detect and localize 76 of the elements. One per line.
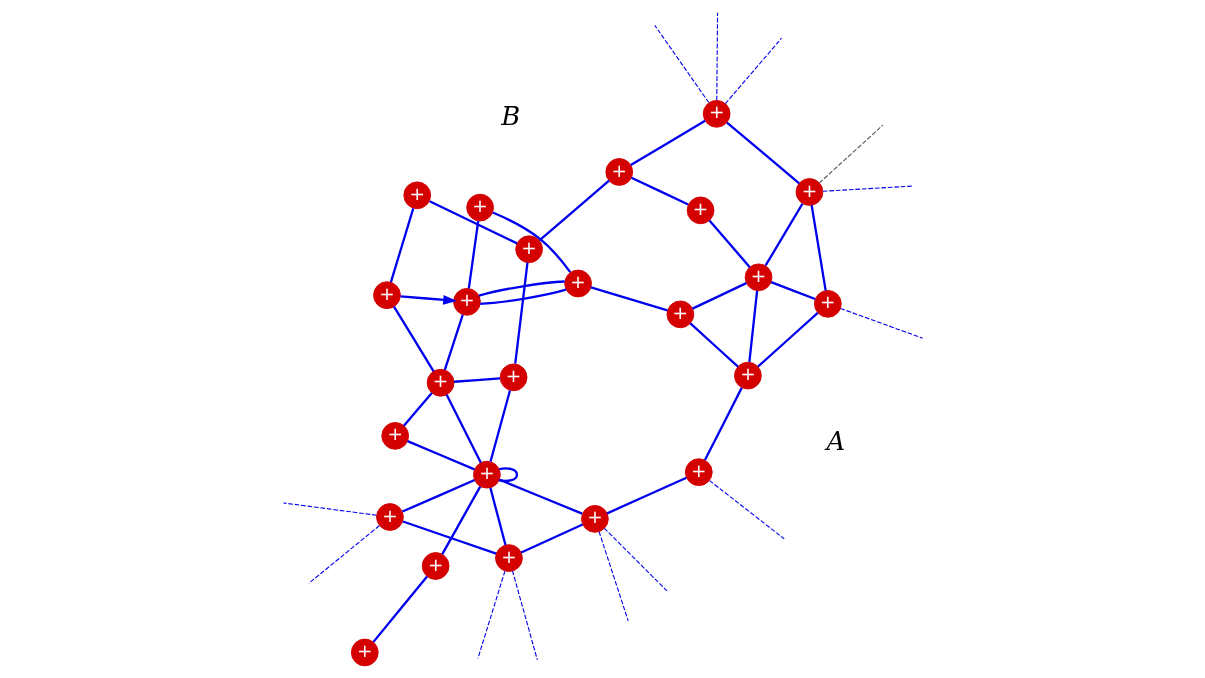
node-circle: + <box>472 460 501 489</box>
node-circle: + <box>813 290 842 318</box>
connector <box>402 520 497 555</box>
node-circle: + <box>465 193 494 222</box>
node-circle: + <box>452 287 481 316</box>
node-circle: + <box>350 638 379 667</box>
connector <box>691 282 747 310</box>
connector <box>756 312 818 368</box>
connector <box>818 124 883 184</box>
node-circle: + <box>686 196 714 225</box>
node-circle: + <box>499 363 527 392</box>
connector <box>520 523 583 554</box>
node-circle: + <box>402 181 431 210</box>
connector <box>603 527 667 592</box>
connector <box>822 185 914 192</box>
connector <box>478 280 565 297</box>
node-circle: + <box>563 269 592 298</box>
node-circle: + <box>733 361 762 390</box>
arrow <box>399 295 457 305</box>
connector <box>402 392 433 427</box>
node-circle: + <box>744 263 772 292</box>
connector <box>401 479 475 513</box>
connector <box>445 394 482 464</box>
connector <box>513 262 529 364</box>
connector <box>392 306 435 372</box>
connector <box>476 570 505 659</box>
connector <box>715 12 718 101</box>
node-circle: + <box>494 544 523 572</box>
label: B <box>500 100 520 131</box>
node-circle: + <box>684 458 713 487</box>
connector <box>606 476 687 515</box>
connector <box>406 440 475 471</box>
node-circle: + <box>372 281 401 310</box>
node-circle: + <box>426 368 454 397</box>
connector <box>511 570 538 661</box>
connector <box>590 286 668 312</box>
connector <box>630 176 689 206</box>
connector <box>440 486 481 555</box>
node-circle: + <box>375 503 404 531</box>
connector <box>810 205 827 291</box>
node-circle: + <box>580 505 609 533</box>
connector <box>689 322 739 368</box>
connector <box>307 525 380 584</box>
node-circle: + <box>380 422 409 450</box>
connector <box>703 387 743 461</box>
connector <box>467 220 479 289</box>
connector <box>725 121 800 185</box>
connector <box>598 531 629 622</box>
connector <box>708 480 785 540</box>
node-circle: + <box>514 235 543 264</box>
connector <box>629 119 706 167</box>
connector <box>764 203 803 267</box>
connector <box>538 179 610 242</box>
connector <box>724 37 782 105</box>
connector <box>488 390 511 462</box>
node-circle: + <box>421 552 449 580</box>
connector <box>372 575 428 643</box>
connector <box>747 290 758 363</box>
label: A <box>826 425 845 456</box>
connector <box>453 377 500 383</box>
connector <box>479 288 566 305</box>
connector <box>491 211 571 273</box>
node-circle: + <box>666 300 694 329</box>
connector <box>839 307 923 339</box>
node-circle: + <box>702 99 730 128</box>
connector <box>653 24 709 104</box>
connector <box>708 219 751 268</box>
connector <box>389 208 414 283</box>
node-circle: + <box>604 158 633 186</box>
connector <box>443 314 464 371</box>
connector <box>282 502 377 516</box>
connector <box>428 200 517 245</box>
connector <box>488 487 507 546</box>
connector <box>770 281 816 301</box>
node-circle: + <box>795 178 823 206</box>
connector <box>498 467 518 483</box>
